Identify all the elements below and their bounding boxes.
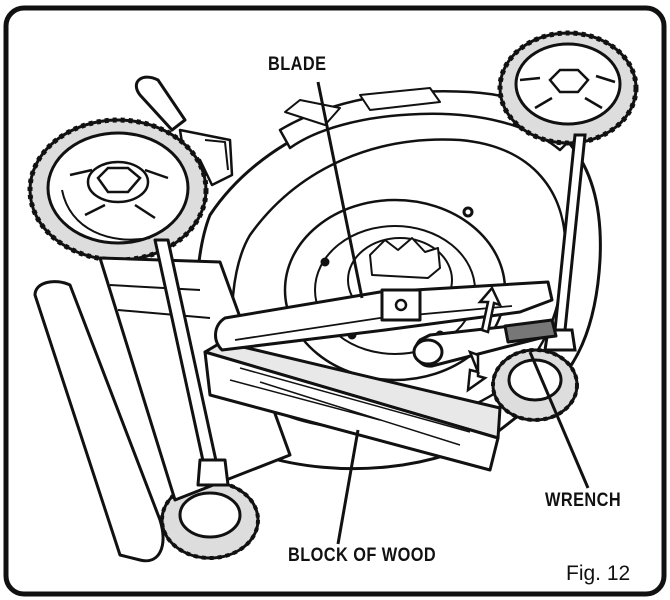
rear-door-icon: [33, 238, 292, 563]
front-wheel-icon: [27, 117, 209, 263]
block-of-wood-label: BLOCK OF WOOD: [288, 545, 437, 566]
rear-wheel-icon: [497, 30, 639, 146]
wood-leader: [336, 429, 360, 545]
wrench-leader: [528, 351, 590, 489]
wrench-label: WRENCH: [545, 490, 622, 511]
blade-icon: [214, 280, 554, 352]
handle-grip-icon: [134, 75, 234, 187]
wood-block-icon: [203, 340, 502, 472]
right-axle-rod: [543, 133, 587, 352]
leader-lines: [316, 81, 590, 545]
blade-label: BLADE: [268, 54, 327, 75]
direction-arrow-icon: [466, 285, 503, 393]
blade-leader: [316, 81, 364, 299]
rear-lower-wheel-icon: [491, 348, 579, 422]
figure-caption: Fig. 12: [566, 562, 631, 585]
wrench-icon: [412, 318, 558, 368]
